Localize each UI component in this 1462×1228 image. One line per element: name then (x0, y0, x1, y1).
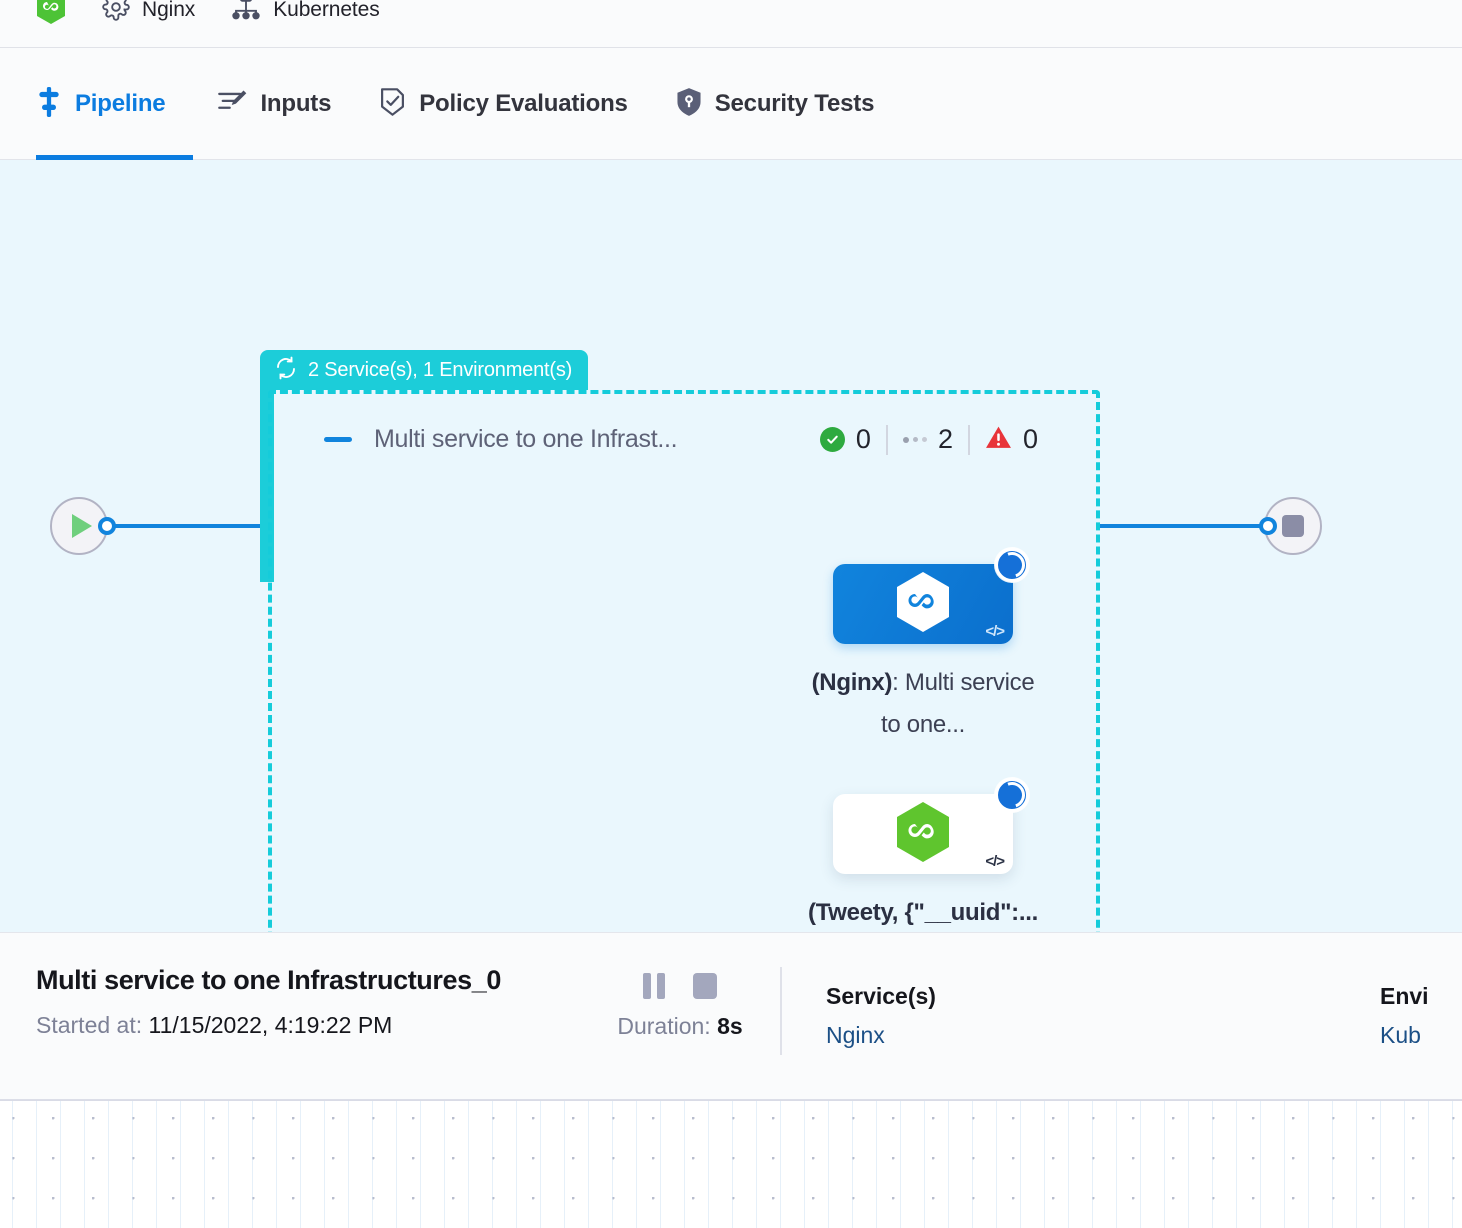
code-glyph-icon: </> (985, 853, 1005, 870)
stage-group-box[interactable]: Multi service to one Infrast... 0 2 (268, 390, 1100, 932)
hexagon-infinity-white-icon (895, 571, 951, 638)
stage-group-header: Multi service to one Infrast... 0 2 (272, 424, 1096, 455)
started-value: 11/15/2022, 4:19:22 PM (148, 1012, 393, 1038)
tab-bar: Pipeline Inputs Policy Evaluations (0, 48, 1462, 160)
footer-services-heading: Service(s) (826, 983, 936, 1009)
footer-column-environments: Envi Kub (1380, 933, 1462, 1049)
dots-icon (902, 436, 927, 443)
shield-scan-icon (676, 87, 702, 122)
node-status-running-icon (995, 548, 1029, 582)
counter-skipped-value: 2 (937, 424, 953, 454)
tab-label-security-tests: Security Tests (714, 90, 875, 117)
tab-security-tests[interactable]: Security Tests (652, 48, 899, 160)
duration-value: 8s (717, 1013, 743, 1039)
footer-column-services: Service(s) Nginx (782, 933, 936, 1049)
tab-label-inputs: Inputs (260, 90, 332, 117)
node-status-running-icon (995, 778, 1029, 812)
service-node-label: (Tweety, {"__uuid":... (808, 892, 1038, 932)
canvas-dot-grid (0, 1100, 1462, 1228)
hexagon-infinity-green-icon (895, 801, 951, 868)
pipeline-canvas[interactable]: 2 Service(s), 1 Environment(s) Multi ser… (0, 160, 1462, 932)
gear-icon (102, 0, 130, 26)
execution-started: Started at: 11/15/2022, 4:19:22 PM (36, 1012, 580, 1039)
end-port (1259, 517, 1277, 535)
started-label: Started at: (36, 1012, 143, 1038)
counter-divider (885, 424, 888, 455)
execution-title: Multi service to one Infrastructures_0 (36, 965, 501, 995)
counter-failed: 0 (970, 424, 1053, 455)
counter-divider (967, 424, 970, 455)
counter-success-value: 0 (855, 424, 871, 454)
service-node-tweety[interactable]: </> (Tweety, {"__uuid":... (808, 778, 1038, 932)
service-node-label-bold: (Nginx) (811, 669, 893, 696)
service-node-label-bold: (Tweety, {"__uuid":... (808, 899, 1038, 926)
duration-label: Duration: (617, 1013, 711, 1039)
tab-label-policy-evaluations: Policy Evaluations (419, 90, 628, 117)
shield-check-icon (379, 87, 406, 122)
tab-policy-evaluations[interactable]: Policy Evaluations (355, 48, 651, 160)
breadcrumb-item-environment[interactable]: Kubernetes (195, 0, 380, 47)
warning-triangle-icon (985, 425, 1012, 455)
start-port (98, 517, 116, 535)
play-icon (72, 514, 92, 538)
footer-divider (780, 967, 782, 1055)
code-glyph-icon: </> (985, 623, 1005, 640)
tab-inputs[interactable]: Inputs (193, 48, 355, 160)
harness-hexagon-icon (36, 0, 66, 29)
footer-environments-value[interactable]: Kub (1380, 1022, 1421, 1048)
minus-icon[interactable] (324, 437, 352, 442)
execution-controls (643, 973, 717, 999)
breadcrumb-label-environment: Kubernetes (273, 0, 380, 21)
check-circle-icon (819, 427, 845, 452)
footer-environments-heading: Envi (1380, 983, 1429, 1009)
counter-skipped: 2 (888, 424, 968, 455)
service-node-label-rest: : Multi service to one... (880, 669, 1035, 738)
group-tab-label: 2 Service(s), 1 Environment(s) (308, 358, 573, 381)
tab-pipeline[interactable]: Pipeline (36, 48, 194, 160)
kubernetes-cluster-icon (231, 0, 261, 27)
counter-success: 0 (805, 424, 886, 455)
breadcrumb-label-service: Nginx (142, 0, 196, 21)
tab-label-pipeline: Pipeline (75, 90, 166, 117)
status-counters: 0 2 0 (805, 424, 1053, 455)
connector-left (110, 524, 270, 528)
service-node-label: (Nginx): Multi service to one... (808, 662, 1038, 746)
connector-right (1100, 524, 1270, 528)
footer-services-value[interactable]: Nginx (826, 1022, 885, 1048)
service-node-card[interactable]: </> (833, 778, 1029, 874)
execution-summary: Multi service to one Infrastructures_0 S… (0, 933, 580, 1039)
service-node-nginx[interactable]: </> (Nginx): Multi service to one... (808, 548, 1038, 746)
stop-icon[interactable] (693, 973, 717, 999)
execution-detail-bar: Multi service to one Infrastructures_0 S… (0, 932, 1462, 1100)
pause-icon[interactable] (643, 973, 665, 999)
inputs-icon (217, 88, 247, 121)
breadcrumb-item-service[interactable]: Nginx (66, 0, 196, 47)
breadcrumb-bar: Nginx Kubernetes (0, 0, 1462, 48)
service-node-card[interactable]: </> (833, 548, 1029, 644)
breadcrumb-item-harness[interactable] (0, 0, 66, 47)
counter-failed-value: 0 (1022, 424, 1038, 454)
stage-group-title: Multi service to one Infrast... (374, 425, 678, 453)
stop-icon (1282, 515, 1304, 537)
execution-duration-block: Duration: 8s (580, 933, 780, 1040)
pipeline-icon (36, 86, 62, 122)
loop-rotate-icon (274, 356, 298, 385)
group-header-tab[interactable]: 2 Service(s), 1 Environment(s) (260, 350, 589, 390)
duration-text: Duration: 8s (617, 1013, 742, 1040)
pipeline-end-node[interactable] (1264, 497, 1322, 555)
